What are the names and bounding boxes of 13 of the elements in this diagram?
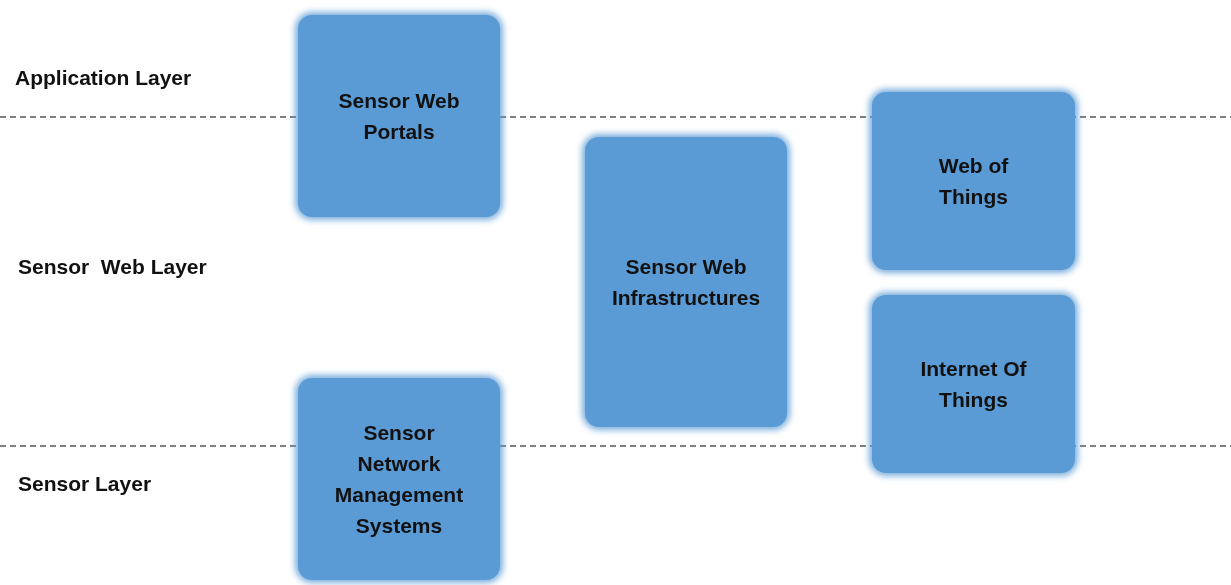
box-label: Web of Things bbox=[937, 153, 1010, 210]
layer-label: Sensor Web Layer bbox=[18, 255, 207, 279]
layer-label: Sensor Layer bbox=[18, 472, 152, 496]
box-label: Sensor Web Portals bbox=[337, 88, 461, 145]
layer-box bbox=[298, 378, 500, 580]
layer-box bbox=[585, 137, 787, 427]
box-label: Sensor Web Infrastructures bbox=[610, 254, 762, 311]
box-label: Sensor Network Management Systems bbox=[333, 420, 465, 539]
layer-box bbox=[298, 15, 500, 217]
box-label: Internet Of Things bbox=[919, 356, 1028, 413]
layer-box bbox=[872, 295, 1075, 473]
layer-box bbox=[872, 92, 1075, 270]
layer-label: Application Layer bbox=[15, 66, 192, 90]
